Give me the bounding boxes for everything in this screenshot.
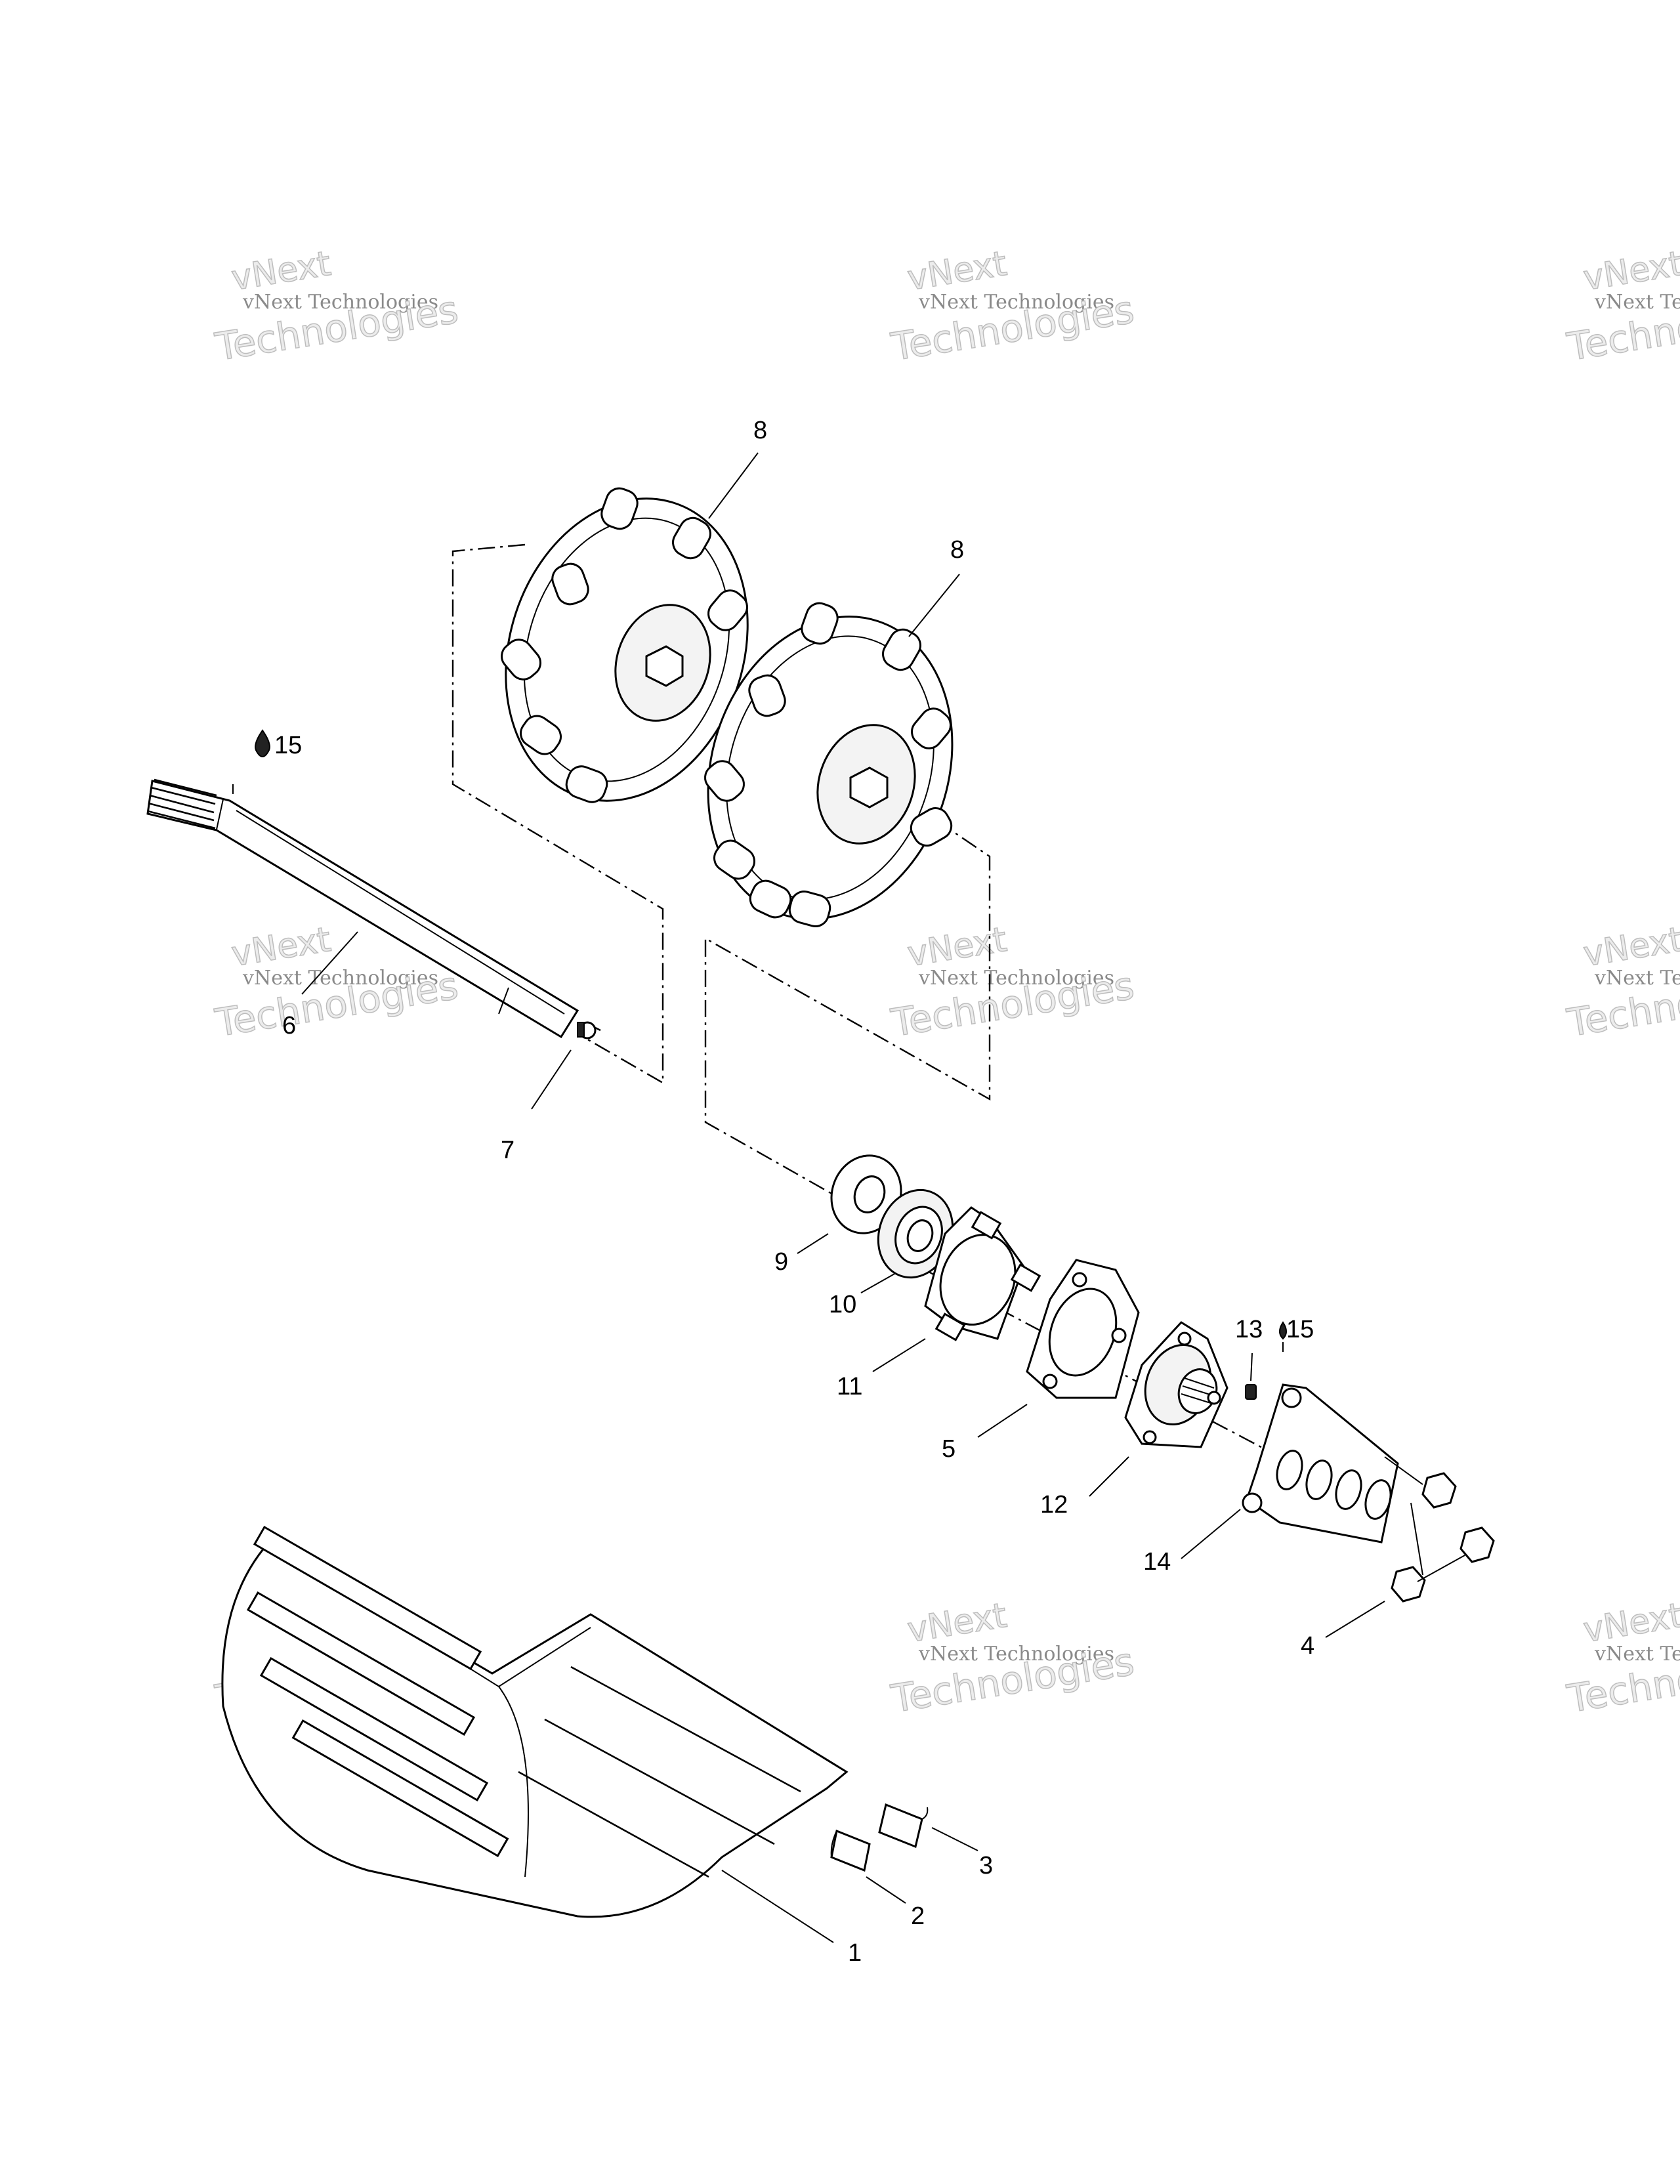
oil-drop-icon bbox=[255, 729, 270, 758]
drive-axle bbox=[146, 778, 579, 1039]
sprocket-front bbox=[704, 602, 954, 927]
callout-13: 13 bbox=[1235, 1316, 1263, 1343]
svg-text:vNext Technologies: vNext Technologies bbox=[918, 967, 1114, 990]
svg-text:vNext Technologies: vNext Technologies bbox=[1594, 967, 1680, 990]
track-clip-2 bbox=[830, 1829, 871, 1872]
watermark-group: vNext vNext Technologies Technologies vN… bbox=[211, 243, 1680, 1722]
svg-text:vNext Technologies: vNext Technologies bbox=[1594, 1643, 1680, 1666]
svg-text:vNext Technologies: vNext Technologies bbox=[918, 291, 1114, 314]
grease-fitting bbox=[1279, 1321, 1287, 1340]
callout-8: 8 bbox=[753, 417, 767, 444]
nuts bbox=[1384, 1456, 1495, 1603]
axle-flange bbox=[1124, 1321, 1228, 1448]
track-clip-rows bbox=[518, 1666, 801, 1878]
axle-spline-end bbox=[147, 778, 217, 830]
callout-14: 14 bbox=[1143, 1548, 1171, 1576]
callout-2: 2 bbox=[911, 1902, 925, 1930]
svg-text:vNext Technologies: vNext Technologies bbox=[918, 1643, 1114, 1666]
watermark: vNext vNext Technologies Technologies bbox=[887, 919, 1137, 1046]
speedometer-drive bbox=[577, 1021, 601, 1040]
callout-labels: 8 8 15 6 7 9 10 11 5 12 13 15 14 4 3 2 1 bbox=[255, 417, 1314, 1967]
callout-3: 3 bbox=[979, 1852, 993, 1880]
watermark: vNext vNext Technologies Technologies bbox=[1563, 919, 1680, 1046]
svg-text:vNext Technologies: vNext Technologies bbox=[242, 967, 438, 990]
watermark: vNext vNext Technologies Technologies bbox=[887, 243, 1137, 370]
track bbox=[221, 1525, 849, 1918]
track-lugs bbox=[246, 1525, 509, 1858]
callout-11: 11 bbox=[837, 1373, 862, 1400]
watermark: vNext vNext Technologies Technologies bbox=[211, 243, 461, 370]
svg-text:vNext Technologies: vNext Technologies bbox=[242, 291, 438, 314]
callout-8: 8 bbox=[950, 536, 964, 564]
watermark: vNext vNext Technologies Technologies bbox=[1563, 243, 1680, 370]
callout-6: 6 bbox=[282, 1012, 296, 1040]
callout-9: 9 bbox=[774, 1248, 788, 1276]
callout-1: 1 bbox=[848, 1939, 862, 1967]
tensioner-bracket bbox=[1242, 1383, 1399, 1544]
set-screw bbox=[1245, 1384, 1257, 1400]
sprocket-rear bbox=[501, 487, 749, 803]
callout-4: 4 bbox=[1301, 1632, 1314, 1660]
callout-15: 15 bbox=[1286, 1316, 1314, 1343]
bearing bbox=[877, 1188, 954, 1279]
leader-lines bbox=[232, 452, 1385, 1943]
callout-15-lubricant: 15 bbox=[255, 729, 302, 759]
seal-plate bbox=[924, 1206, 1041, 1341]
callout-5: 5 bbox=[942, 1435, 956, 1463]
track-clip-3 bbox=[878, 1803, 929, 1849]
watermark: vNext vNext Technologies Technologies bbox=[887, 1595, 1137, 1722]
watermark: vNext vNext Technologies Technologies bbox=[1563, 1595, 1680, 1722]
callout-10: 10 bbox=[829, 1291, 856, 1318]
callout-12: 12 bbox=[1040, 1491, 1068, 1519]
svg-text:15: 15 bbox=[274, 732, 302, 759]
callout-7: 7 bbox=[501, 1137, 514, 1164]
washer bbox=[830, 1154, 902, 1234]
bearing-housing bbox=[1026, 1259, 1140, 1399]
seal-studs bbox=[934, 1211, 1041, 1341]
svg-text:vNext Technologies: vNext Technologies bbox=[1594, 291, 1680, 314]
